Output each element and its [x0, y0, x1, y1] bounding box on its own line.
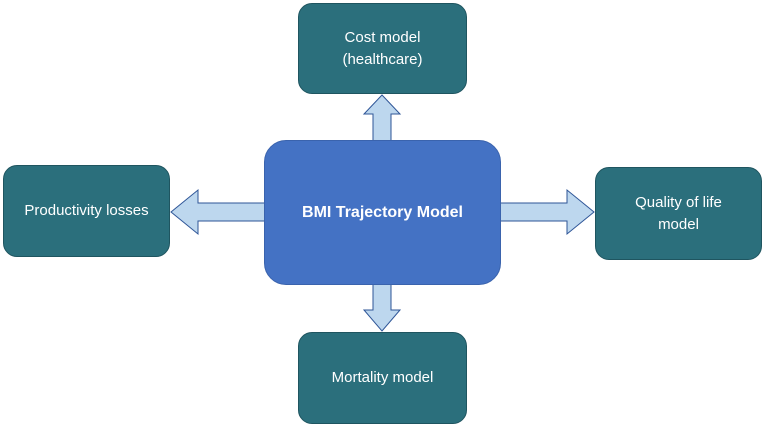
cost-model-label: Cost model (healthcare)	[342, 28, 423, 68]
arrow-left-to-productivity-losses	[170, 188, 266, 236]
productivity-losses-label: Productivity losses	[24, 202, 149, 220]
arrow-down-to-mortality-model	[362, 283, 402, 332]
mortality-model-label: Mortality model	[331, 369, 434, 387]
cost-model-box: Cost model (healthcare)	[298, 3, 467, 94]
arrow-right-to-quality-of-life	[499, 188, 595, 236]
quality-of-life-model-box: Quality of life model	[595, 167, 762, 260]
productivity-losses-box: Productivity losses	[3, 165, 170, 257]
arrow-up-to-cost-model	[362, 94, 402, 142]
bmi-trajectory-model-label: BMI Trajectory Model	[302, 203, 463, 221]
quality-of-life-model-label: Quality of life model	[635, 193, 722, 233]
bmi-trajectory-model-box: BMI Trajectory Model	[264, 140, 501, 285]
mortality-model-box: Mortality model	[298, 332, 467, 424]
